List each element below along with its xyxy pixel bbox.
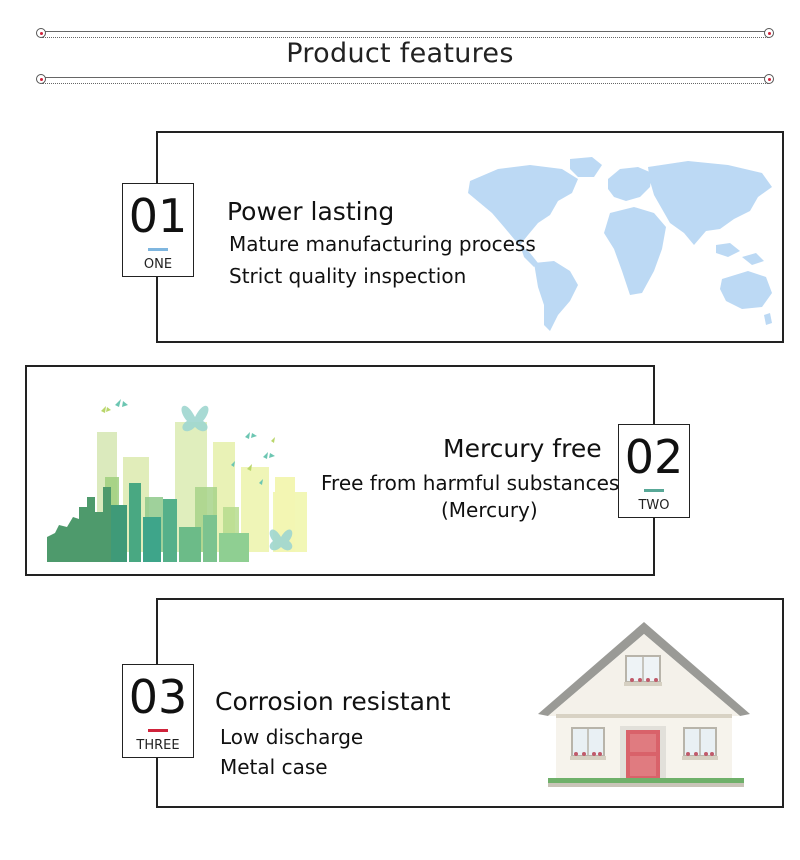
number-badge-3: 03 THREE: [122, 664, 194, 758]
feature-card-3: [156, 598, 784, 808]
feature-card-1: [156, 131, 784, 343]
feature-line: (Mercury): [441, 498, 538, 522]
feature-line: Mature manufacturing process: [229, 232, 536, 256]
feature-title: Mercury free: [443, 434, 602, 463]
feature-card-2: [25, 365, 655, 576]
feature-line: Free from harmful substances: [321, 471, 620, 495]
header-rule-bottom: [36, 74, 774, 86]
badge-number: 01: [128, 189, 188, 243]
badge-number: 03: [128, 670, 188, 724]
house-icon: [538, 622, 750, 787]
feature-title: Corrosion resistant: [215, 687, 451, 716]
badge-accent-bar: [148, 729, 168, 732]
header-rule-top: [36, 28, 774, 40]
feature-line: Low discharge: [220, 725, 364, 749]
feature-line: Metal case: [220, 755, 328, 779]
badge-word: TWO: [638, 498, 670, 513]
badge-number: 02: [624, 430, 684, 484]
badge-word: THREE: [136, 738, 180, 753]
feature-title: Power lasting: [227, 197, 395, 226]
feature-line: Strict quality inspection: [229, 264, 467, 288]
page-title: Product features: [286, 38, 514, 69]
badge-accent-bar: [644, 489, 664, 492]
badge-accent-bar: [148, 248, 168, 251]
world-map-icon: [468, 157, 772, 331]
badge-word: ONE: [143, 257, 173, 272]
number-badge-1: 01 ONE: [122, 183, 194, 277]
green-city-icon: [47, 399, 307, 562]
number-badge-2: 02 TWO: [618, 424, 690, 518]
